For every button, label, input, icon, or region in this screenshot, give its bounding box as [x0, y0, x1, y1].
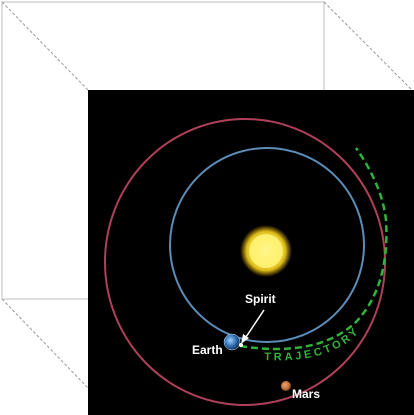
- orbit-diagram-panel: TRAJECTORY Spirit Earth Mars: [88, 90, 414, 415]
- trajectory-path: [239, 147, 388, 351]
- earth-orbit: [169, 147, 365, 343]
- mars-planet-icon: [281, 381, 291, 391]
- orbit-diagram: TRAJECTORY: [104, 118, 388, 406]
- earth-label: Earth: [192, 343, 223, 357]
- sun-icon: [240, 225, 292, 277]
- earth-planet-icon: [223, 333, 241, 351]
- mars-label: Mars: [292, 387, 321, 401]
- spirit-arrow: [241, 309, 265, 344]
- spirit-label: Spirit: [245, 292, 276, 306]
- spacecraft-icon: [239, 343, 243, 347]
